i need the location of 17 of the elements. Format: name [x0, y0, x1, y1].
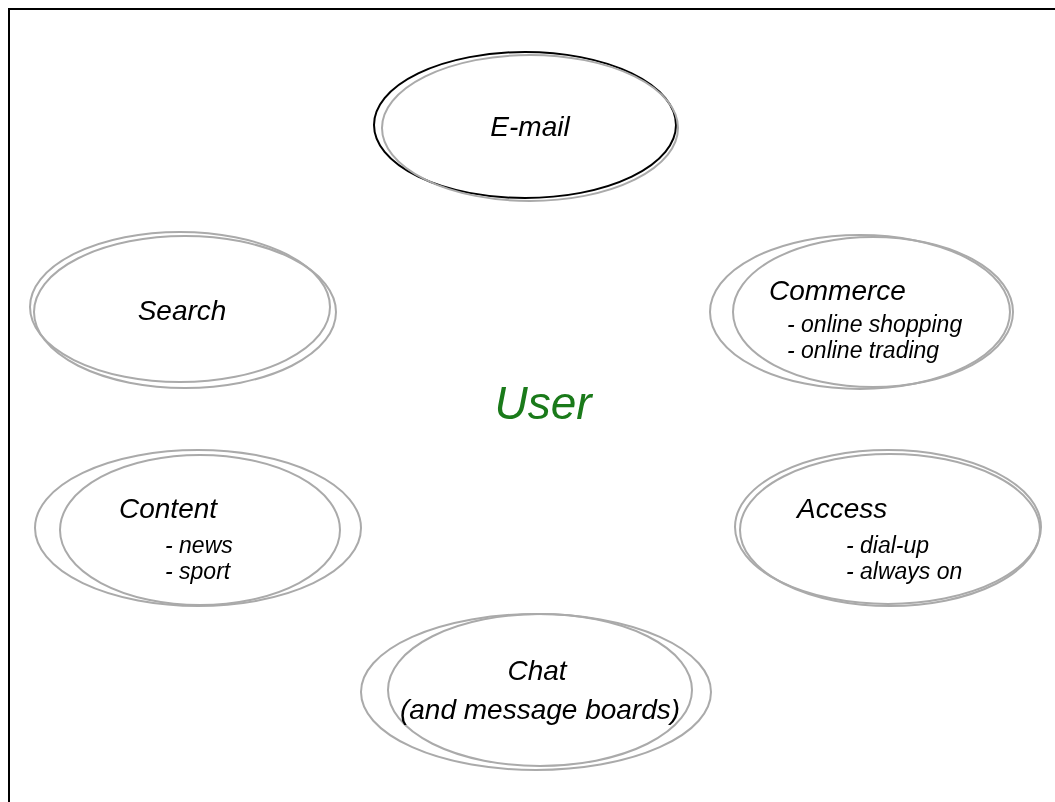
node-text: Chat — [507, 655, 567, 687]
node-text: - always on — [846, 559, 963, 585]
node-text: (and message boards) — [399, 694, 681, 726]
node-text: Commerce — [769, 275, 906, 307]
node-text: Access — [797, 493, 888, 525]
center-label: User — [494, 376, 592, 430]
node-text: - sport — [165, 559, 231, 585]
double-ellipse — [733, 448, 1045, 610]
double-ellipse — [358, 612, 714, 772]
node-text: Content — [119, 493, 218, 525]
node-text: - online trading — [787, 338, 940, 364]
node-text: - dial-up — [846, 533, 930, 559]
node-text: - online shopping — [787, 312, 963, 338]
node-text: - news — [165, 533, 233, 559]
double-ellipse — [32, 448, 364, 610]
node-text: Search — [137, 295, 227, 327]
node-text: E-mail — [490, 111, 570, 143]
